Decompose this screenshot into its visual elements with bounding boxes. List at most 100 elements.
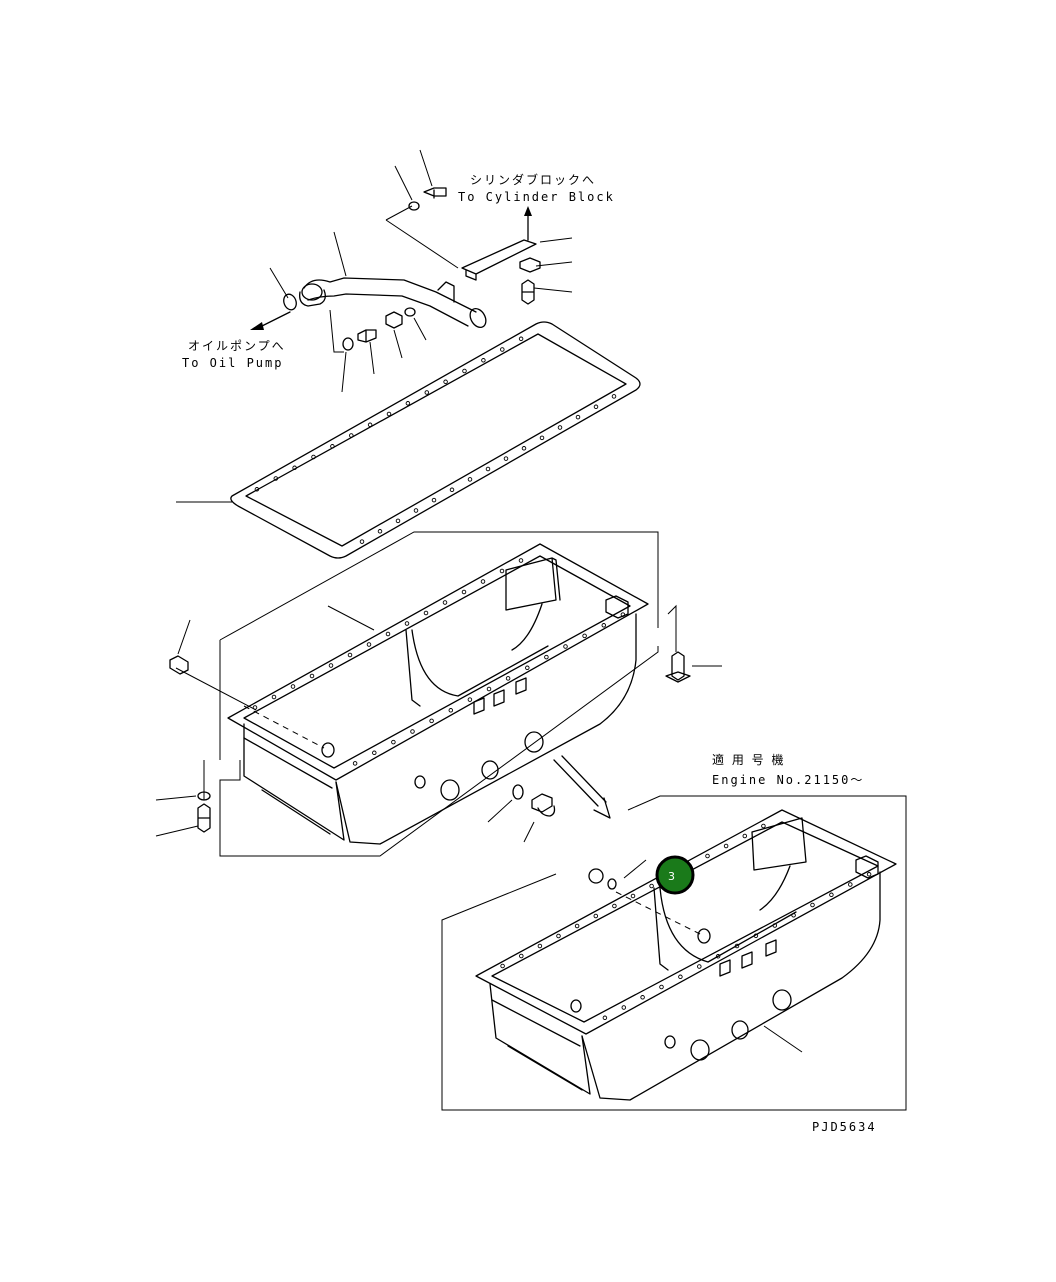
bolt-hole [486,686,492,692]
bolt-hole [518,336,524,342]
bolt-hole [405,401,411,406]
bolt-hole [678,974,683,980]
bolt-hole [328,663,334,668]
bolt-hole [602,1015,608,1021]
bolt-hole [582,633,587,639]
callout-marker[interactable]: 3 [655,855,695,895]
bolt-hole [461,589,467,595]
bolt-hole [715,954,721,959]
bolt-hole [366,642,372,647]
bolt-hole [848,882,853,887]
drawing-code: PJD5634 [812,1120,877,1134]
to-oil-pump-en-label: To Oil Pump [182,356,283,370]
to-cylinder-block-jp-label: シリンダブロックへ [470,172,596,187]
bolt-hole [810,902,815,908]
bolt-hole [485,466,491,472]
bolt-hole [467,697,473,702]
bolt-hole [429,718,434,724]
bolt-hole [593,913,599,919]
bolt-hole [649,883,654,889]
bolt-hole [563,644,568,649]
bolt-hole [352,761,358,766]
bolt-hole [640,995,645,1000]
bolt-hole [413,508,419,513]
bolt-hole [449,487,455,493]
bolt-hole [448,708,454,713]
bolt-hole [574,923,580,929]
bolt-hole [424,390,430,395]
to-cylinder-block-en-label: To Cylinder Block [458,190,615,204]
bolt-hole [391,739,396,745]
bolt-hole [829,892,834,898]
bolt-hole [761,823,766,829]
bolt-hole [593,404,599,410]
bolt-hole [423,610,429,616]
bolt-hole [705,853,710,859]
bolt-hole [500,963,505,969]
bolt-hole [503,456,509,461]
bolt-hole [385,631,391,637]
bolt-hole [659,984,664,990]
to-oil-pump-jp-label: オイルポンプへ [188,339,286,353]
bolt-hole [372,750,377,756]
bolt-hole [404,621,410,626]
bolt-hole [359,539,365,544]
bolt-hole [556,933,561,939]
bolt-hole [557,425,563,430]
bolt-hole [621,1005,627,1010]
bolt-hole [377,529,383,534]
bolt-hole [601,623,607,628]
bolt-hole [521,446,527,451]
bolt-hole [734,943,740,949]
bolt-hole [697,964,702,969]
engine-number-label: Engine No.21150～ [712,773,864,787]
bolt-hole [431,497,437,503]
bolt-hole [866,872,872,877]
bolt-hole [273,476,279,481]
bolt-hole [537,943,543,949]
bolt-hole [630,893,636,899]
bolt-hole [525,665,530,671]
oil-pan-main [155,531,722,857]
bolt-hole [311,454,316,460]
bolt-hole [290,684,296,689]
bolt-hole [462,368,467,374]
bolt-hole [386,411,392,417]
bolt-hole [505,676,511,681]
bolt-hole [772,923,778,928]
bolt-hole [443,379,448,385]
bolt-hole [271,694,277,700]
callout-number: 3 [668,870,675,883]
drain-plug-parts [487,755,611,843]
callout-circle[interactable] [655,855,695,895]
bolt-hole [612,903,617,909]
bolt-hole [500,347,505,352]
bolt-hole [481,358,486,363]
bolt-hole [347,652,353,658]
bolt-hole [499,568,505,574]
oil-pan-variant [441,795,907,1111]
bolt-hole [410,729,415,734]
bolt-hole [395,518,401,524]
bolt-hole [544,654,549,660]
bolt-hole [791,913,796,918]
bolt-hole [620,612,626,617]
bolt-hole [742,833,748,839]
bolt-hole [539,435,545,441]
bolt-hole [349,433,354,438]
applicable-serial-jp-label: 適 用 号 機 [712,752,785,767]
oil-pan-gasket [176,321,641,559]
bolt-hole [519,953,524,959]
bolt-hole [480,579,486,584]
bolt-hole [575,414,581,420]
bolt-hole [309,673,315,679]
bolt-hole [467,477,473,482]
bolt-hole [611,394,617,399]
bolt-hole [367,422,373,428]
bolt-hole [292,465,297,471]
bolt-hole [518,558,524,563]
oil-tube-assembly [250,149,573,393]
bolt-hole [723,843,729,849]
bolt-hole [254,487,260,492]
